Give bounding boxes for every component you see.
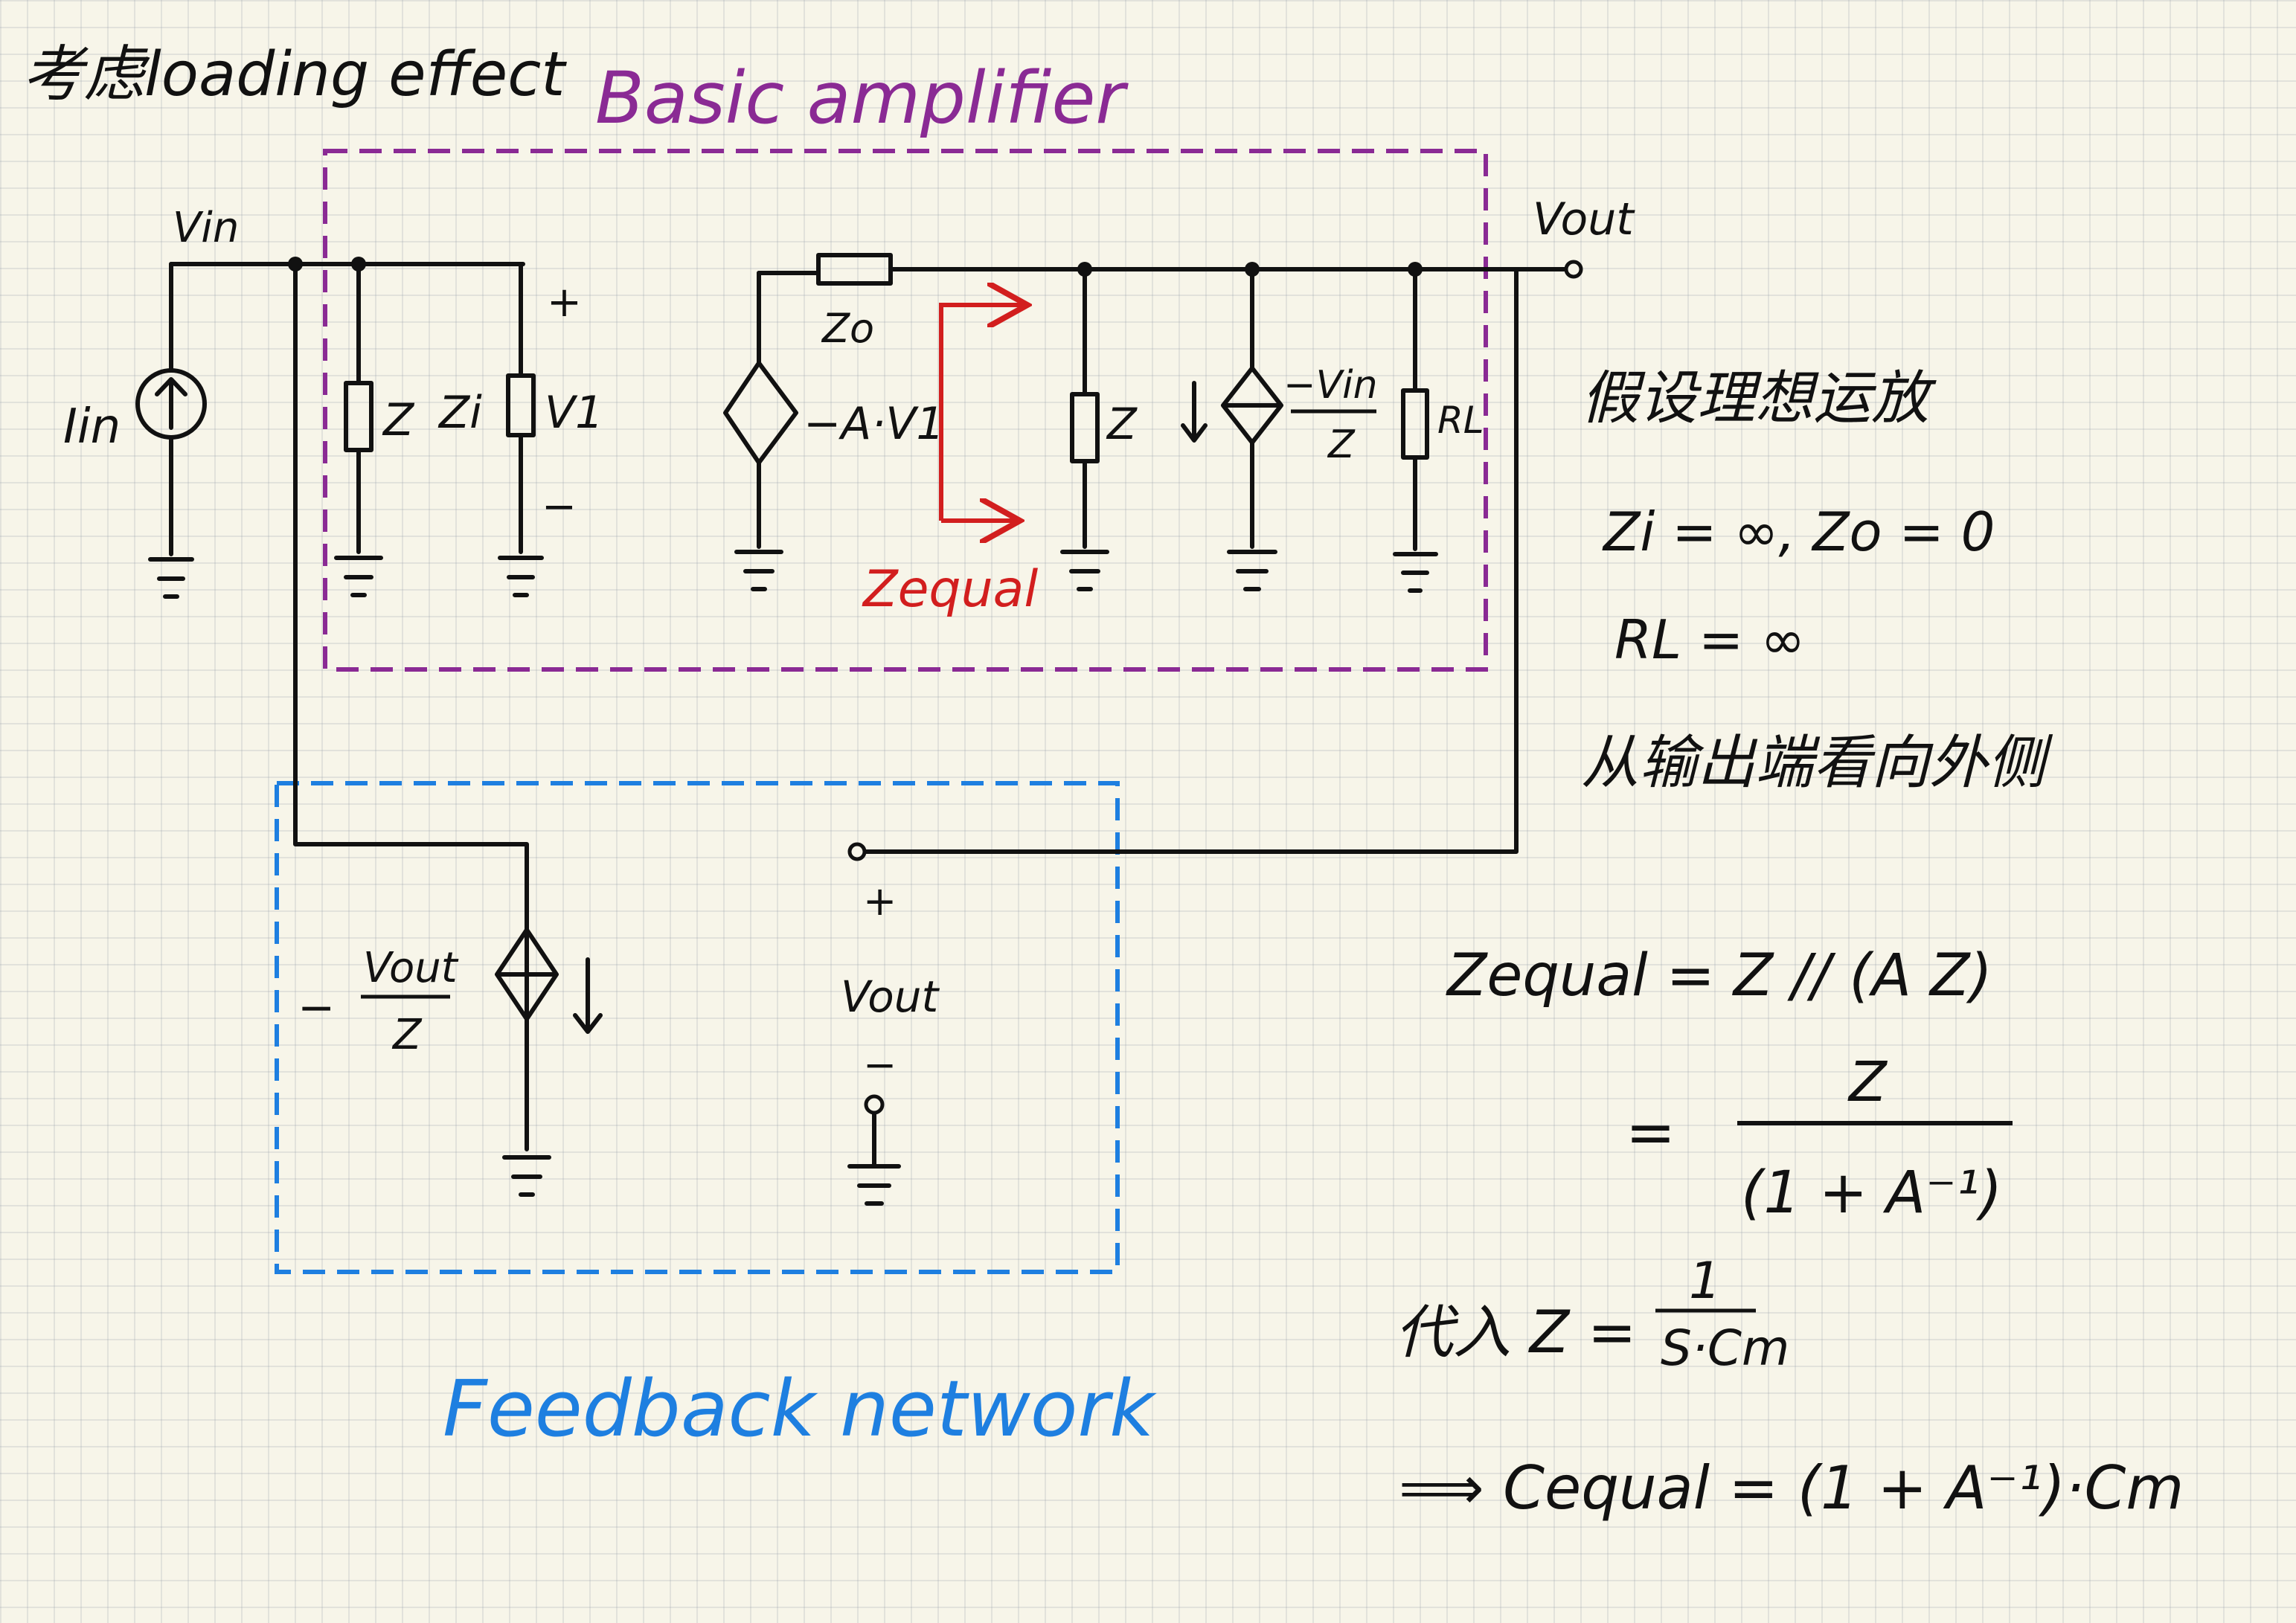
ideal-conditions-note: Zi = ∞, Zo = 0: [1602, 501, 1995, 563]
vout-label: Vout: [1533, 193, 1635, 245]
ground-iin: [148, 557, 194, 599]
terminal-feedback-plus: [847, 842, 867, 861]
impedance-z-left: [334, 262, 383, 597]
node-vin-right: [351, 257, 366, 271]
plus-sign-feedback: +: [863, 878, 897, 925]
node-vout-3: [1408, 262, 1423, 277]
dependent-voltage-source: [723, 271, 798, 591]
feedback-network-box: [275, 781, 1120, 1274]
fb-current-denominator: Z: [391, 1011, 423, 1059]
zo-label: Zo: [821, 305, 874, 352]
ground-z-left: [334, 556, 383, 597]
zi-label: Zi: [437, 387, 482, 439]
vin-label: Vin: [173, 204, 239, 252]
feedback-return-wire: [293, 262, 529, 932]
output-node-wire: [757, 267, 1568, 275]
node-vout-2: [1245, 262, 1260, 277]
node-vin-left: [288, 257, 303, 271]
v1-label: V1: [545, 387, 603, 439]
minus-sign-v1: −: [542, 483, 577, 531]
rl-condition-note: RL = ∞: [1614, 608, 1805, 671]
equation-2-denominator: (1 + A⁻¹): [1741, 1160, 2002, 1227]
ground-feedback-port: [847, 1164, 901, 1206]
ground-zi: [498, 556, 544, 597]
impedance-zi: [498, 262, 544, 597]
substitution-numerator: 1: [1689, 1252, 1721, 1311]
dependent-current-source-feedback: [495, 928, 603, 1197]
basic-amplifier-box: [323, 149, 1488, 672]
substitution-prefix: 代入 Z =: [1395, 1299, 1636, 1366]
vin-over-z-denominator: Z: [1327, 422, 1356, 467]
minus-sign-feedback: −: [863, 1041, 897, 1088]
impedance-z-mid: [1060, 267, 1109, 591]
fb-current-numerator: Vout: [363, 944, 459, 992]
z-left-label: Z: [382, 394, 415, 446]
page-heading: 考虑loading effect: [22, 39, 567, 110]
ground-dep-current: [1227, 550, 1277, 591]
current-arrow-down-feedback: [573, 957, 603, 1034]
substitution-denominator: S·Cm: [1661, 1320, 1789, 1377]
impedance-zo: [816, 253, 893, 286]
load-resistor-rl: [1393, 267, 1438, 593]
terminal-feedback-minus: [864, 1094, 885, 1115]
assumption-note: 假设理想运放: [1581, 365, 1937, 432]
feedback-vout-label: Vout: [841, 971, 940, 1022]
z-mid-label: Z: [1106, 399, 1138, 449]
iin-label: Iin: [63, 399, 121, 454]
node-vout-1: [1077, 262, 1092, 277]
basic-amplifier-label: Basic amplifier: [595, 57, 1129, 140]
current-arrow-down: [1181, 381, 1208, 443]
plus-sign-v1: +: [547, 278, 582, 327]
result-equation: ⟹ Cequal = (1 + A⁻¹)·Cm: [1399, 1453, 2184, 1523]
dependent-current-source-amp: [1181, 267, 1283, 591]
equation-zequal: Zequal = Z // (A Z): [1446, 942, 1992, 1009]
vin-over-z-numerator: −Vin: [1283, 363, 1378, 408]
ground-rl: [1393, 552, 1438, 593]
equation-2-equals: =: [1626, 1098, 1675, 1167]
dep-source-label: −A·V1: [804, 398, 945, 450]
fb-current-prefix: −: [298, 982, 335, 1034]
zequal-label: Zequal: [862, 560, 1038, 619]
feedback-output-wire: [855, 267, 1519, 854]
feedback-port: [847, 1112, 901, 1206]
ground-feedback-source: [502, 1155, 551, 1197]
zequal-arrow-top: [939, 305, 1023, 521]
equation-2-numerator: Z: [1847, 1050, 1888, 1114]
look-direction-note: 从输出端看向外侧: [1581, 730, 2053, 797]
rl-label: RL: [1437, 399, 1484, 442]
feedback-network-label: Feedback network: [443, 1363, 1157, 1454]
terminal-vout: [1564, 260, 1583, 279]
ground-z-mid: [1060, 550, 1109, 591]
current-source-iin: [135, 262, 207, 599]
ground-dep-source: [734, 550, 783, 591]
